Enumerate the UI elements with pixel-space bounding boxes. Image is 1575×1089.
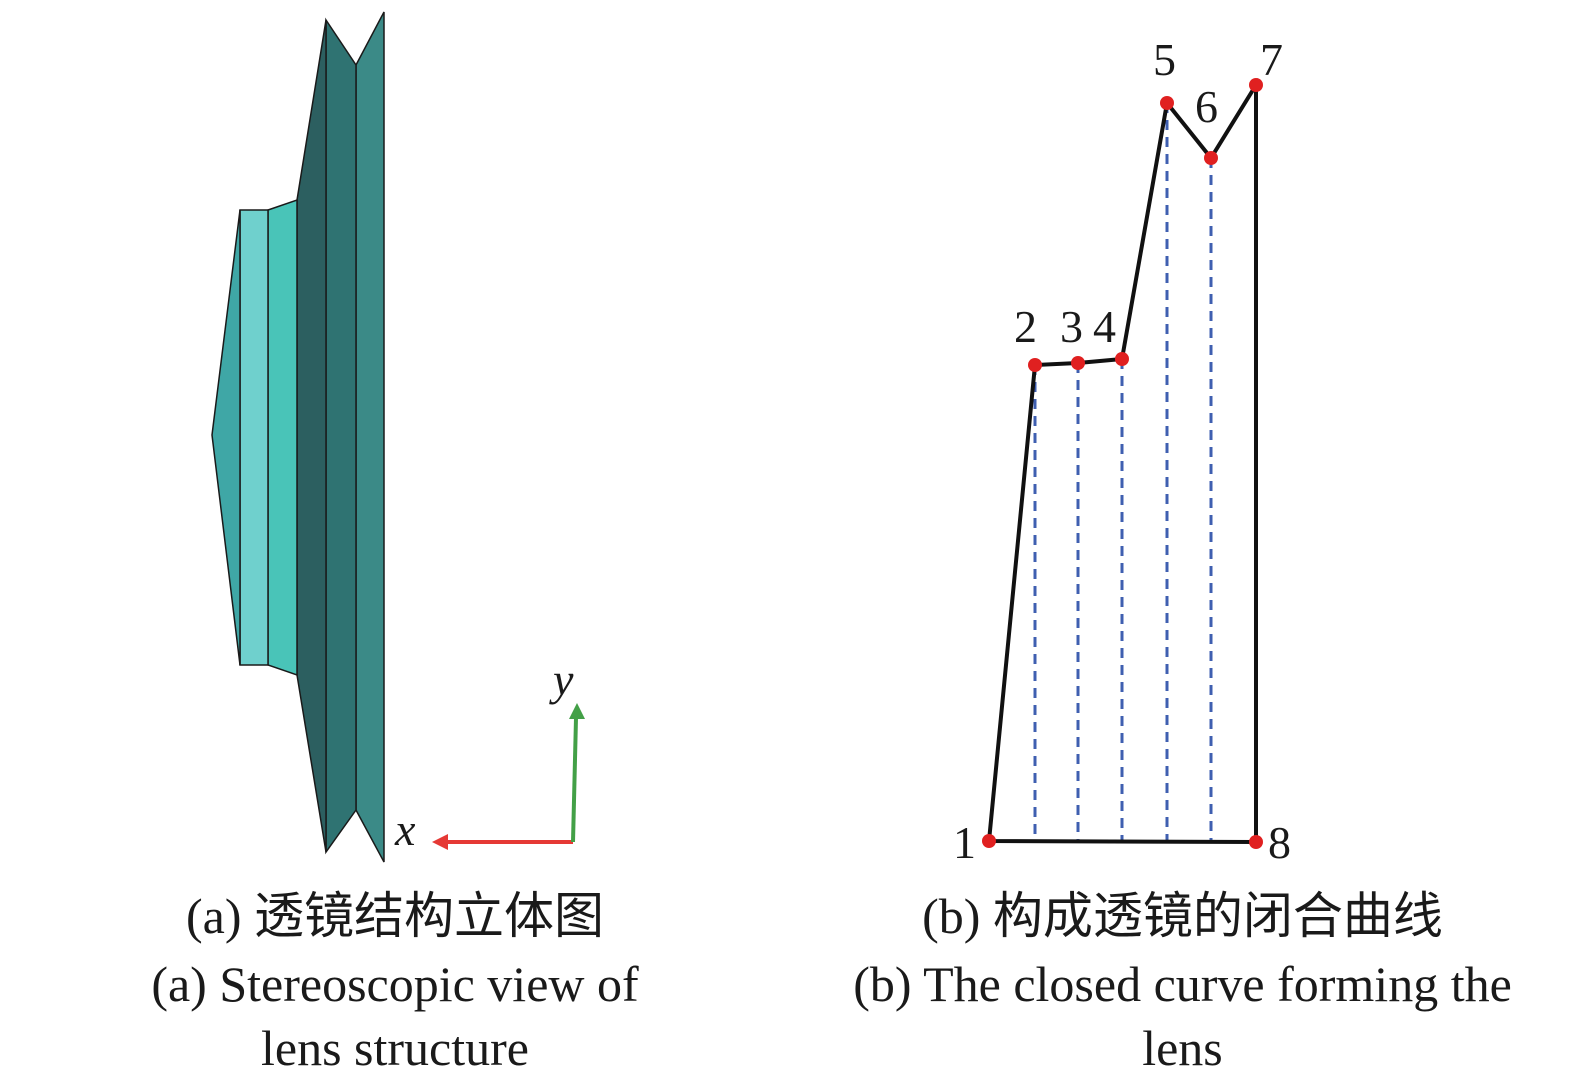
- lens-cylinder-front: [239, 209, 269, 666]
- x-axis-arrowhead: [432, 834, 448, 850]
- point-label-8: 8: [1268, 817, 1291, 868]
- point-5: [1160, 96, 1174, 110]
- y-axis-arrowhead: [569, 703, 585, 719]
- point-7: [1249, 78, 1263, 92]
- closed-curve-diagram: 1 2 3 4 5 6 7 8: [953, 34, 1291, 868]
- caption-b-cn: (b) 构成透镜的闭合曲线: [922, 888, 1443, 944]
- point-label-6: 6: [1195, 81, 1218, 132]
- y-axis-label: y: [549, 654, 574, 705]
- y-axis-arrow: [571, 717, 578, 843]
- point-label-3: 3: [1060, 301, 1083, 352]
- x-axis-label: x: [394, 804, 416, 855]
- lens-flange-front: [325, 17, 357, 855]
- panel-a: x y (a) 透镜结构立体图 (a) Stereoscopic view of…: [151, 11, 639, 1076]
- point-4: [1115, 352, 1129, 366]
- lens-flange-rear: [355, 11, 385, 863]
- caption-a-cn: (a) 透镜结构立体图: [186, 888, 604, 944]
- panel-b: 1 2 3 4 5 6 7 8 (b) 构成透镜的闭合曲线 (b) The cl…: [790, 0, 1575, 1089]
- caption-b-en: (b) The closed curve forming the lens: [853, 956, 1512, 1076]
- point-label-1: 1: [953, 817, 976, 868]
- lens-cylinder-mid: [267, 198, 298, 677]
- point-8: [1249, 835, 1263, 849]
- lens-cone-section: [296, 19, 327, 853]
- point-label-2: 2: [1014, 301, 1037, 352]
- point-6: [1204, 151, 1218, 165]
- point-label-7: 7: [1260, 34, 1283, 85]
- point-1: [982, 834, 996, 848]
- caption-a-en: (a) Stereoscopic view of lens structure: [151, 956, 639, 1076]
- point-2: [1028, 358, 1042, 372]
- lens-front-cone: [211, 209, 241, 666]
- lens-3d-view: x y: [211, 11, 585, 863]
- point-label-4: 4: [1093, 301, 1116, 352]
- point-3: [1071, 356, 1085, 370]
- point-label-5: 5: [1153, 34, 1176, 85]
